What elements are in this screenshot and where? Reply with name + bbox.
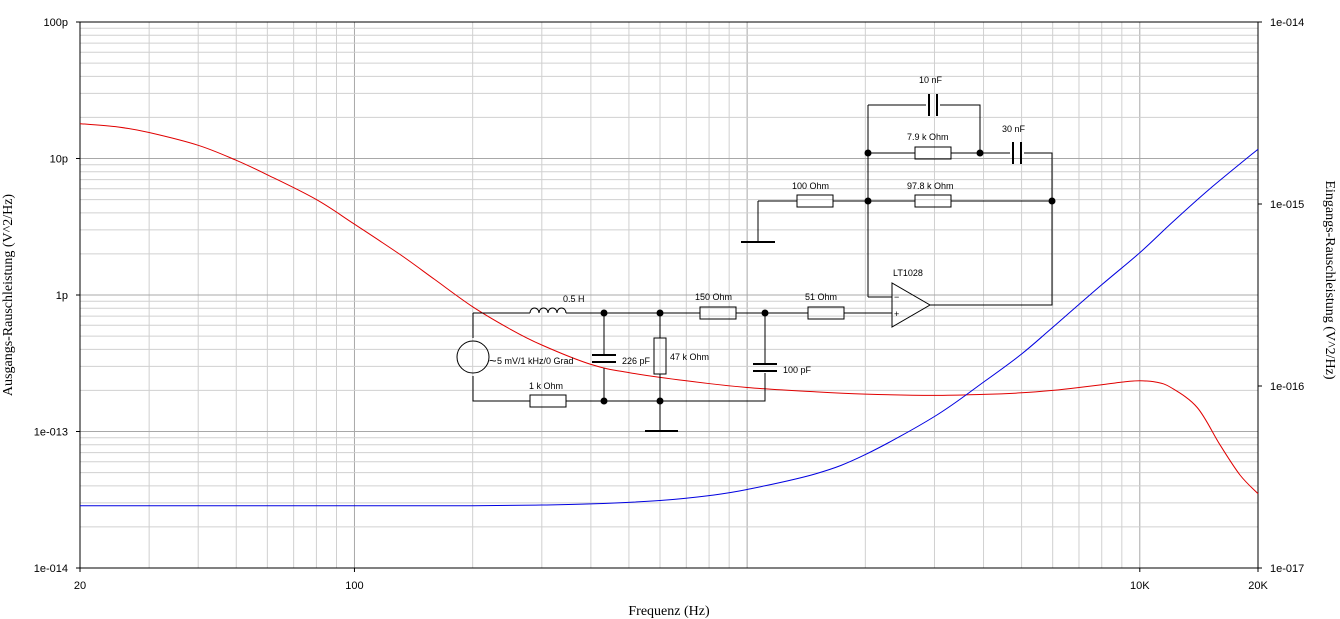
- junction-dot: [864, 197, 872, 205]
- y-left-tick-label: 1e-014: [34, 563, 68, 575]
- capacitor-100p: [753, 363, 777, 372]
- y-left-tick-label: 100p: [44, 17, 68, 29]
- inductor-coil: [529, 307, 567, 314]
- junction-dot: [656, 397, 664, 405]
- resistor-97k8: [914, 194, 952, 208]
- y-right-tick-label: 1e-017: [1270, 563, 1304, 575]
- x-tick-label: 20K: [1248, 580, 1268, 592]
- junction-dot: [600, 309, 608, 317]
- y-axis-left-title: Ausgangs-Rauschleistung (V^2/Hz): [1, 194, 16, 396]
- label-cap-30n: 30 nF: [1002, 124, 1026, 134]
- x-tick-label: 10K: [1130, 580, 1150, 592]
- voltage-source: [456, 340, 490, 374]
- label-res-100: 100 Ohm: [792, 181, 829, 191]
- label-cap-100p: 100 pF: [783, 365, 812, 375]
- label-cap-10n: 10 nF: [919, 75, 943, 85]
- x-tick-label: 20: [74, 580, 86, 592]
- y-right-tick-label: 1e-016: [1270, 381, 1304, 393]
- y-right-tick-label: 1e-014: [1270, 17, 1304, 29]
- y-axis-right-title: Eingangs-Rauschleistung (V^2/Hz): [1322, 180, 1337, 379]
- junction-dot: [761, 309, 769, 317]
- x-tick-label: 100: [345, 580, 363, 592]
- x-axis-title: Frequenz (Hz): [628, 604, 710, 619]
- capacitor-226p: [592, 354, 616, 363]
- capacitor-10n: [928, 94, 938, 116]
- series-line-output-noise: [79, 123, 1259, 495]
- label-res-51: 51 Ohm: [805, 292, 837, 302]
- y-left-tick-label: 1e-013: [34, 427, 68, 439]
- label-res-7k9: 7.9 k Ohm: [907, 132, 949, 142]
- resistor-100: [796, 194, 834, 208]
- resistor-47k: [653, 337, 667, 375]
- junction-dots: [600, 149, 1056, 405]
- y-right-tick-label: 1e-015: [1270, 199, 1304, 211]
- label-opamp-plus: +: [894, 309, 899, 319]
- y-left-tick-label: 10p: [50, 154, 68, 166]
- resistor-150: [699, 306, 737, 320]
- series-line-input-noise: [80, 148, 1259, 507]
- label-inductor: 0.5 H: [563, 294, 585, 304]
- axis-ticks: 20 100 10K 20K 100p 10p 1p 1e-013 1e-014 1e-014 1e…: [34, 17, 1305, 592]
- grid-lines: [80, 22, 1258, 568]
- resistor-51: [807, 306, 845, 320]
- label-res-150: 150 Ohm: [695, 292, 732, 302]
- label-cap-226: 226 pF: [622, 356, 651, 366]
- label-source-glyph: ~: [489, 353, 497, 368]
- junction-dot: [976, 149, 984, 157]
- label-opamp: LT1028: [893, 268, 923, 278]
- label-res-47k: 47 k Ohm: [670, 352, 709, 362]
- resistor-1k: [529, 394, 567, 408]
- capacitor-30n: [1012, 142, 1022, 164]
- junction-dot: [864, 149, 872, 157]
- opamp-symbol: [891, 282, 931, 328]
- resistor-7k9: [914, 146, 952, 160]
- label-opamp-minus: −: [894, 292, 899, 302]
- schematic-labels: 0.5 H ~ 5 mV/1 kHz/0 Grad 226 pF 47 k Oh…: [489, 75, 1026, 391]
- label-source: 5 mV/1 kHz/0 Grad: [497, 356, 574, 366]
- label-res-1k: 1 k Ohm: [529, 381, 563, 391]
- circuit-schematic: [456, 94, 1053, 432]
- junction-dot: [656, 309, 664, 317]
- label-res-97k8: 97.8 k Ohm: [907, 181, 954, 191]
- y-left-tick-label: 1p: [56, 290, 68, 302]
- junction-dot: [600, 397, 608, 405]
- series-group: [79, 123, 1259, 507]
- junction-dot: [1048, 197, 1056, 205]
